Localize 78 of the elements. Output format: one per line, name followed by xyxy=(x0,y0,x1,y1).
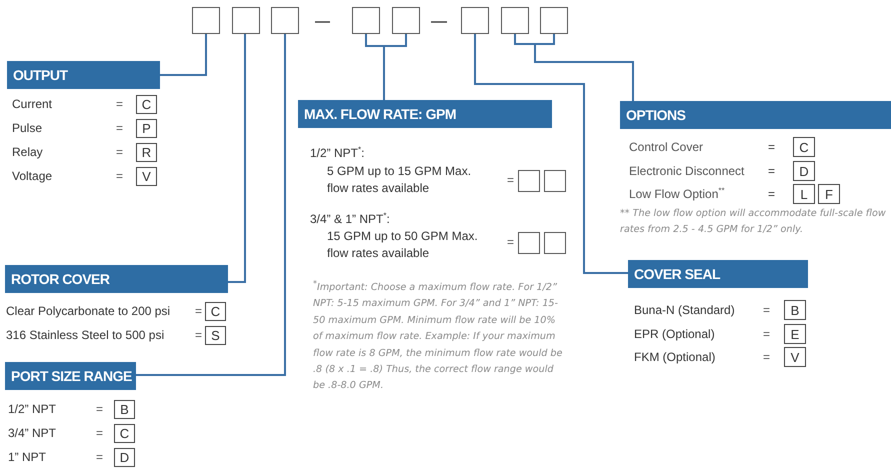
port-size-subheading: 1/2” NPT$^{*}$: xyxy=(310,145,364,161)
connector-line xyxy=(136,34,286,376)
equals-sign: = xyxy=(96,425,104,441)
code-box xyxy=(518,170,540,192)
option-label: FKM (Optional) xyxy=(634,349,716,365)
option-label: 1/2” NPT xyxy=(8,401,56,417)
option-code-box: D xyxy=(793,161,815,181)
option-label: = xyxy=(768,139,776,155)
footnote-text: ** The low flow option will accommodate full-scale flow rates from 2.5 - 4.5 GPM for 1/2” only. xyxy=(620,207,887,238)
option-label: = xyxy=(768,163,776,179)
option-code-box: D xyxy=(114,448,135,467)
footnote-text: $^{*}$Important: Choose a maximum flow rate. For 1/2” NPT: 5-15 maximum GPM. For 3/4” and 1” NPT: 15-50 maximum GPM. Minimum flow rate will be 10% of maximum flow rate. Example: If your maximum flow rate is 8 GPM, the minimum flow rate would be .8 (8 x .1 = .8) Thus, the correct flow range would be .8-8.0 GPM. xyxy=(313,280,563,394)
option-code-box: B xyxy=(784,300,806,320)
option-code-box: C xyxy=(136,95,157,114)
code-box xyxy=(271,7,299,34)
equals-sign: = xyxy=(116,120,124,136)
code-box xyxy=(544,232,566,254)
option-code-box: V xyxy=(784,347,806,367)
code-box xyxy=(232,7,260,34)
code-box xyxy=(192,7,220,34)
equals-sign: = xyxy=(96,449,104,465)
section-heading-band: OPTIONS xyxy=(620,101,891,129)
option-label: Current xyxy=(12,96,52,112)
code-box xyxy=(392,7,420,34)
equals-sign: Electronic Disconnect xyxy=(629,163,744,179)
connector-line xyxy=(228,34,246,283)
port-size-subheading: 3/4” & 1” NPT$^{*}$: xyxy=(310,211,390,227)
option-code-box: C xyxy=(205,302,226,321)
equals-sign: = xyxy=(763,302,770,318)
section-heading-band: ROTOR COVER xyxy=(5,265,228,293)
equals-sign: = xyxy=(116,144,124,160)
option-code-box: B xyxy=(114,400,135,419)
option-label: Pulse xyxy=(12,120,42,136)
option-code-box: F xyxy=(818,184,840,204)
option-label: EPR (Optional) xyxy=(634,326,715,342)
equals-sign: = xyxy=(116,168,124,184)
connector-line xyxy=(160,34,207,76)
option-label: 1” NPT xyxy=(8,449,46,465)
option-label: 15 GPM up to 50 GPM Max. flow rates available xyxy=(327,228,479,262)
option-code-box: P xyxy=(136,119,157,138)
option-label: 5 GPM up to 15 GPM Max. flow rates available xyxy=(327,163,472,197)
option-label: = xyxy=(768,186,776,202)
equals-sign: = xyxy=(195,303,202,319)
section-heading-band: OUTPUT xyxy=(7,61,160,89)
equals-sign: = xyxy=(195,327,202,343)
equals-sign: Low Flow Option$^{**}$ xyxy=(629,186,725,202)
code-box xyxy=(518,232,540,254)
option-label: Voltage xyxy=(12,168,52,184)
section-heading-band: PORT SIZE RANGE xyxy=(5,362,136,390)
option-label: 316 Stainless Steel to 500 psi xyxy=(6,327,166,343)
code-box xyxy=(461,7,489,34)
code-box xyxy=(501,7,529,34)
equals-sign: = xyxy=(507,172,514,188)
connector-line xyxy=(474,34,628,274)
option-code-box: C xyxy=(793,137,815,157)
equals-sign: = xyxy=(763,349,770,365)
code-box xyxy=(352,7,380,34)
equals-sign: = xyxy=(507,234,514,250)
option-code-box: C xyxy=(114,424,135,443)
connector-line xyxy=(383,34,407,100)
option-code-box: S xyxy=(205,326,226,345)
section-heading-band: COVER SEAL xyxy=(628,260,808,288)
option-label: 3/4” NPT xyxy=(8,425,56,441)
connector-line xyxy=(534,34,634,101)
option-code-box: L xyxy=(793,184,815,204)
code-box xyxy=(540,7,568,34)
equals-sign: = xyxy=(96,401,104,417)
equals-sign: = xyxy=(116,96,124,112)
option-label: Relay xyxy=(12,144,43,160)
option-code-box: R xyxy=(136,143,157,162)
option-code-box: V xyxy=(136,167,157,186)
equals-sign: Control Cover xyxy=(629,139,704,155)
option-label: Buna-N (Standard) xyxy=(634,302,735,318)
code-box xyxy=(544,170,566,192)
option-code-box: E xyxy=(784,324,806,344)
equals-sign: = xyxy=(763,326,770,342)
section-heading-band: MAX. FLOW RATE: GPM xyxy=(298,100,552,128)
option-label: Clear Polycarbonate to 200 psi xyxy=(6,303,172,319)
